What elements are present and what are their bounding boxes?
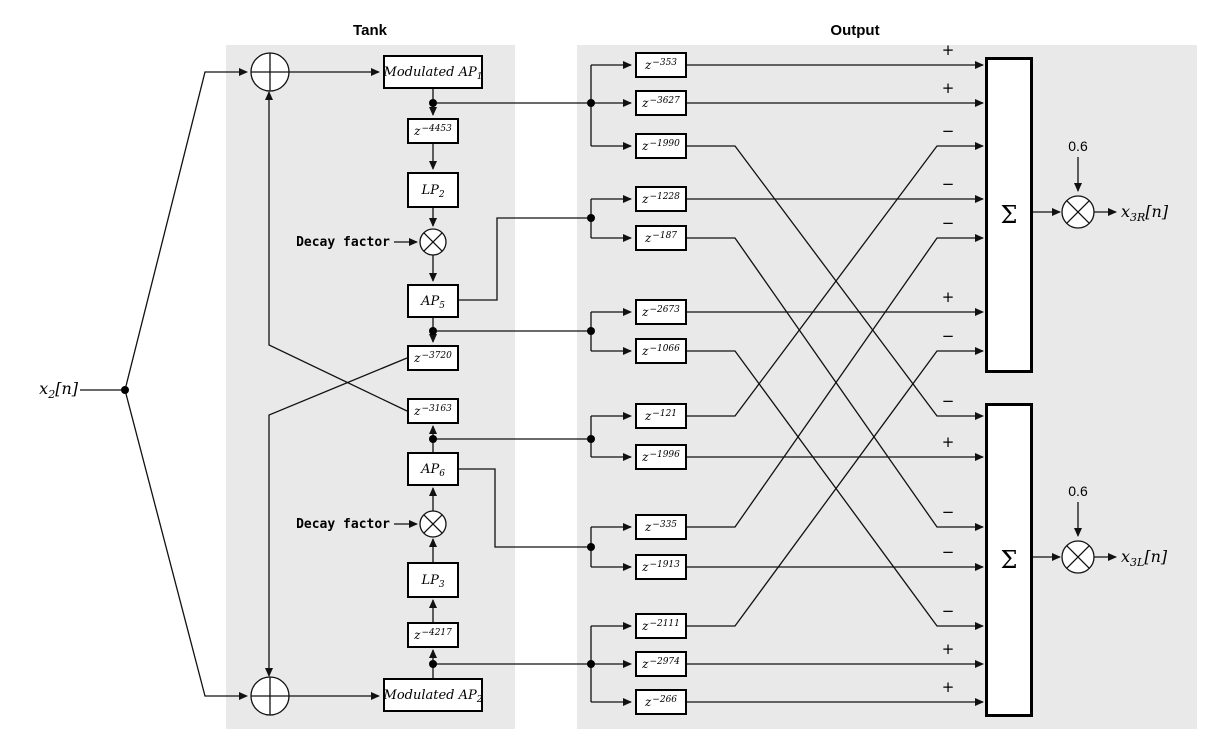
rsum-sign-7: − (941, 327, 955, 345)
sum-block-right: Σ (985, 57, 1033, 373)
tank-section-title: Tank (353, 22, 387, 39)
tap-z2673-block: z−2673 (635, 299, 687, 325)
delay3163-to-sum1-wire (265, 91, 408, 412)
delay3720-to-sum2-wire (265, 357, 408, 677)
decay-factor-label-bottom: Decay factor (296, 517, 390, 532)
tap-z3627-block: z−3627 (635, 90, 687, 116)
gain-left-label: 0.6 (1068, 483, 1088, 499)
modulated-ap2-block: Modulated AP2 (383, 678, 483, 712)
delay-4217-block: z−4217 (407, 622, 459, 648)
lsum-sign-5: − (941, 602, 955, 620)
input-signal-label: x2[n] (39, 379, 78, 401)
z2111-to-rsum (687, 347, 984, 627)
modulated-ap1-block: Modulated AP1 (383, 55, 483, 89)
sum-junction-bottom (250, 676, 290, 716)
z121-to-rsum (687, 142, 984, 417)
rsum-sign-1: + (941, 41, 955, 59)
rsum-sign-6: + (941, 288, 955, 306)
lsum-sign-3: − (941, 503, 955, 521)
tapfeed-e-wire (459, 468, 591, 548)
tap-z1228-block: z−1228 (635, 186, 687, 212)
decay-multiplier-top (419, 228, 447, 256)
tap-z1066-block: z−1066 (635, 338, 687, 364)
tap-z1996-block: z−1996 (635, 444, 687, 470)
gain-multiplier-right (1061, 195, 1095, 229)
lsum-sign-7: + (941, 678, 955, 696)
delay-4453-block: z−4453 (407, 118, 459, 144)
tap-z1913-block: z−1913 (635, 554, 687, 580)
delay-3720-block: z−3720 (407, 345, 459, 371)
tap-z121-block: z−121 (635, 403, 687, 429)
z335-to-rsum (687, 234, 984, 528)
sum-block-left: Σ (985, 403, 1033, 717)
ap5-block: AP5 (407, 284, 459, 318)
lp2-block: LP2 (407, 172, 459, 208)
gain-multiplier-left (1061, 540, 1095, 574)
rsum-sign-4: − (941, 175, 955, 193)
output-section-title: Output (830, 22, 880, 39)
tap-z335-block: z−335 (635, 514, 687, 540)
tapfeed-b-wire (459, 217, 591, 301)
sum-junction-top (250, 52, 290, 92)
rsum-sign-2: + (941, 79, 955, 97)
lsum-sign-1: − (941, 392, 955, 410)
tap-z1990-block: z−1990 (635, 133, 687, 159)
gain-right-label: 0.6 (1068, 138, 1088, 154)
tank-panel (226, 45, 515, 729)
rsum-sign-3: − (941, 122, 955, 140)
lsum-sign-6: + (941, 640, 955, 658)
lp3-block: LP3 (407, 562, 459, 598)
ap6-block: AP6 (407, 452, 459, 486)
delay-3163-block: z−3163 (407, 398, 459, 424)
lsum-sign-2: + (941, 433, 955, 451)
decay-multiplier-bottom (419, 510, 447, 538)
lsum-sign-4: − (941, 543, 955, 561)
output-left-label: x3L[n] (1121, 547, 1168, 569)
tap-z187-block: z−187 (635, 225, 687, 251)
junction-dots (121, 99, 595, 668)
decay-factor-label-top: Decay factor (296, 235, 390, 250)
input-to-top-sum-wire (124, 68, 248, 391)
tap-z2111-block: z−2111 (635, 613, 687, 639)
tap-z2974-block: z−2974 (635, 651, 687, 677)
input-to-bottom-sum-wire (124, 389, 248, 700)
tap-z353-block: z−353 (635, 52, 687, 78)
rsum-sign-5: − (941, 214, 955, 232)
tap-z266-block: z−266 (635, 689, 687, 715)
output-right-label: x3R[n] (1121, 202, 1169, 224)
